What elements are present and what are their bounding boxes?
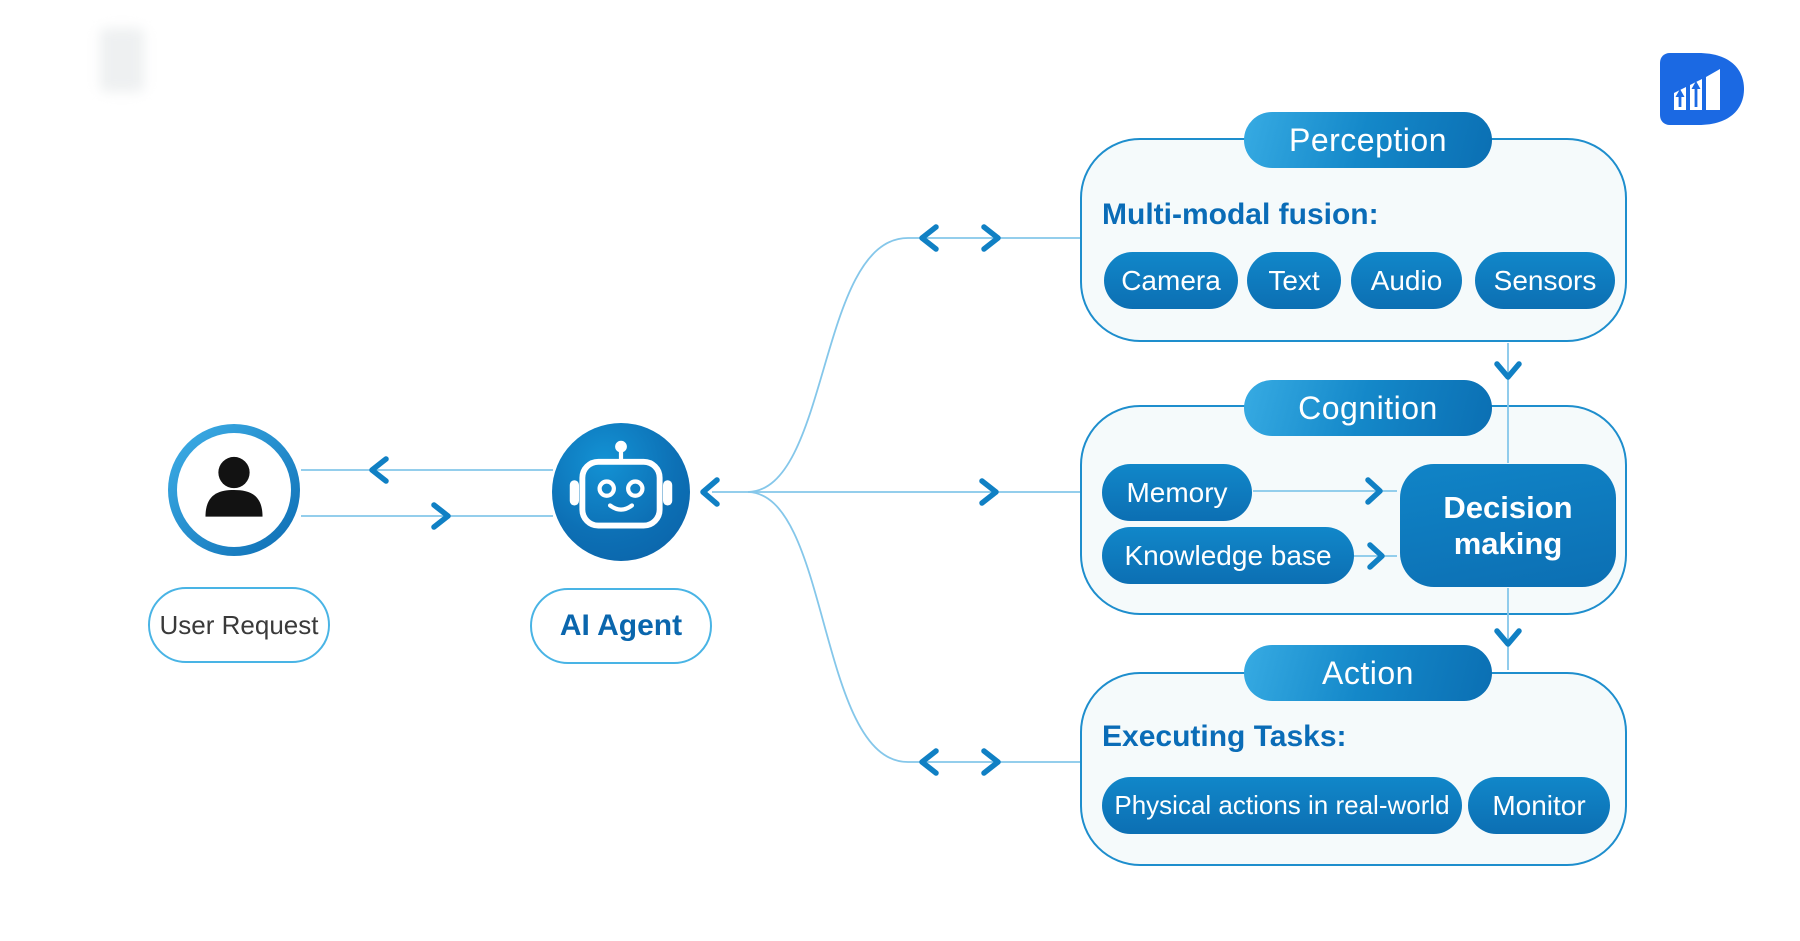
arrow-perception-back [919,224,939,252]
cognition-item-knowledge-base: Knowledge base [1102,527,1354,584]
perception-item-audio: Audio [1351,252,1462,309]
action-box [1080,672,1627,866]
ai-agent-node [552,423,690,561]
person-icon [205,456,263,517]
perception-box [1080,138,1627,342]
arrow-cognition-action-down [1494,628,1522,647]
action-item-physical-actions: Physical actions in real-world [1102,777,1462,834]
action-subtitle: Executing Tasks: [1102,720,1347,753]
user-node [168,424,300,556]
perception-item-camera: Camera [1104,252,1238,309]
decision-making-box: Decision making [1400,464,1616,587]
arrow-into-agent [700,477,720,507]
robot-icon [569,440,673,529]
perception-subtitle: Multi-modal fusion: [1102,198,1379,231]
cognition-item-memory: Memory [1102,464,1252,521]
perception-item-text: Text [1247,252,1341,309]
ai-agent-label: AI Agent [530,588,712,664]
action-header: Action [1244,645,1492,701]
arrow-to-agent-from-user [431,502,451,530]
agent-action-curve [747,491,1080,763]
arrow-perception-forward [981,224,1001,252]
arrow-perception-cognition-down [1494,361,1522,380]
perception-header: Perception [1244,112,1492,168]
agent-perception-curve [747,237,1080,493]
perception-item-sensors: Sensors [1475,252,1615,309]
arrow-to-user [369,456,389,484]
arrow-cognition-forward [979,478,999,506]
arrow-action-back [919,748,939,776]
action-item-monitor: Monitor [1468,777,1610,834]
brand-logo [1660,53,1744,125]
cognition-header: Cognition [1244,380,1492,436]
background-smudge [100,28,144,92]
arrow-action-forward [981,748,1001,776]
user-request-label: User Request [148,587,330,663]
